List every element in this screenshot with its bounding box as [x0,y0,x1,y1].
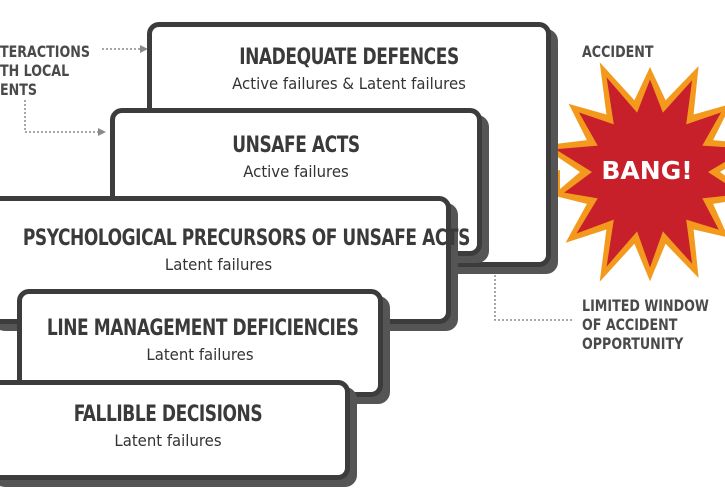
window-label-line: OPPORTUNITY [582,334,684,353]
layer-subtitle: Latent failures [164,255,273,274]
layer-fallible-decisions: FALLIBLE DECISIONS Latent failures [0,380,350,480]
window-label-line: LIMITED WINDOW [582,296,709,315]
window-arrowhead [491,264,499,272]
interactions-label: TERACTIONS TH LOCAL ENTS [0,42,90,99]
interactions-label-line: TH LOCAL [0,61,70,80]
window-label-line: OF ACCIDENT [582,315,678,334]
bang-burst-inner [555,77,725,268]
interactions-arrowhead-top [140,45,148,53]
layer-title: UNSAFE ACTS [232,133,360,158]
window-label: LIMITED WINDOW OF ACCIDENT OPPORTUNITY [582,296,709,353]
layer-subtitle: Latent failures [114,431,222,450]
layer-title: LINE MANAGEMENT DEFICIENCIES [46,316,359,341]
interactions-label-line: TERACTIONS [0,42,90,61]
bang-text: BANG! [601,156,692,185]
layer-subtitle: Active failures & Latent failures [232,74,466,93]
layer-title: PSYCHOLOGICAL PRECURSORS OF UNSAFE ACTS [22,226,470,251]
layer-subtitle: Latent failures [146,345,254,364]
accident-label: ACCIDENT [582,42,654,61]
window-connector [494,272,572,321]
layer-subtitle: Active failures [243,162,349,181]
interactions-label-line: ENTS [0,80,38,99]
interactions-arrowhead-bottom [98,128,106,136]
interactions-connector-bottom [24,100,98,133]
layer-title: FALLIBLE DECISIONS [73,402,263,427]
layer-title: INADEQUATE DEFENCES [239,45,459,70]
